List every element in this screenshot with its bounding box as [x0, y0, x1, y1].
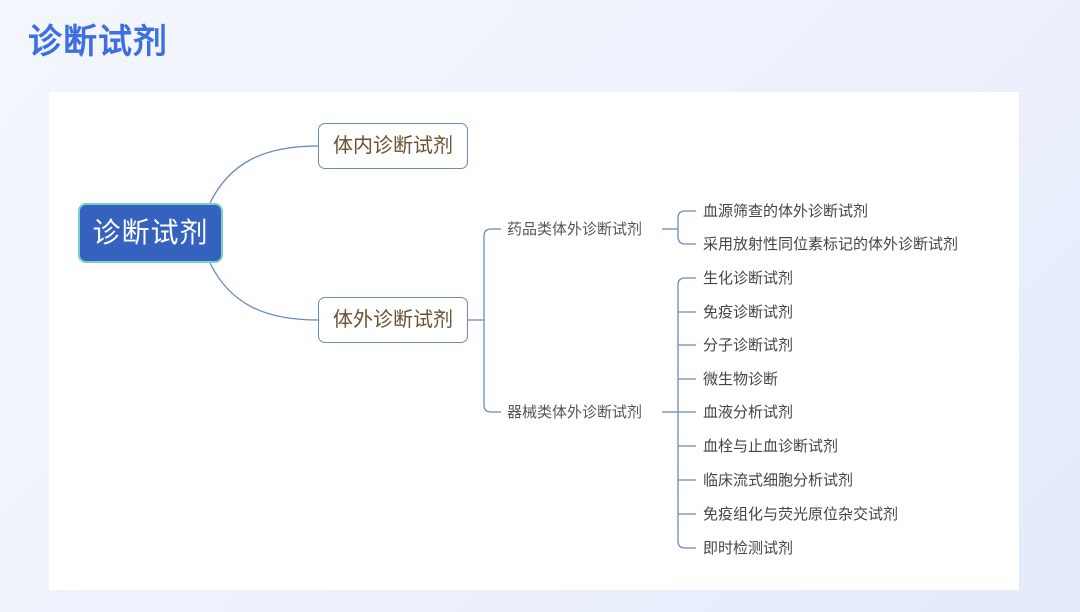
- connector-root-to-in-vivo: [209, 145, 319, 204]
- leaf-molecular-reagents: 分子诊断试剂: [703, 336, 794, 354]
- leaf-hematology-reagents: 血液分析试剂: [703, 403, 794, 421]
- leaf-biochemical-reagents: 生化诊断试剂: [703, 269, 794, 287]
- root-node: 诊断试剂: [78, 203, 223, 263]
- branch-in-vitro-reagents: 体外诊断试剂: [318, 297, 468, 343]
- leaf-microbiology-diagnosis: 微生物诊断: [703, 370, 779, 388]
- leaf-blood-screening-reagents: 血源筛查的体外诊断试剂: [703, 202, 869, 220]
- connector-device-bracket: [677, 277, 696, 549]
- sub-device-ivd-reagents: 器械类体外诊断试剂: [507, 403, 643, 421]
- connector-drug-bracket: [677, 210, 696, 245]
- leaf-point-of-care-reagents: 即时检测试剂: [703, 539, 794, 557]
- diagram-panel: [49, 92, 1019, 590]
- leaf-ihc-fish-reagents: 免疫组化与荧光原位杂交试剂: [703, 505, 899, 523]
- leaf-flow-cytometry-reagents: 临床流式细胞分析试剂: [703, 471, 854, 489]
- leaf-thrombosis-hemostasis-reagents: 血栓与止血诊断试剂: [703, 437, 839, 455]
- connector-in-vitro-bracket: [483, 228, 501, 413]
- leaf-immunodiagnostic-reagents: 免疫诊断试剂: [703, 303, 794, 321]
- connector-root-to-in-vitro: [209, 262, 319, 321]
- connector-device-ticks: [678, 311, 696, 515]
- branch-in-vivo-reagents: 体内诊断试剂: [318, 123, 468, 169]
- sub-drug-ivd-reagents: 药品类体外诊断试剂: [507, 220, 643, 238]
- leaf-radioisotope-labeled-reagents: 采用放射性同位素标记的体外诊断试剂: [703, 235, 959, 253]
- page-title: 诊断试剂: [28, 22, 168, 62]
